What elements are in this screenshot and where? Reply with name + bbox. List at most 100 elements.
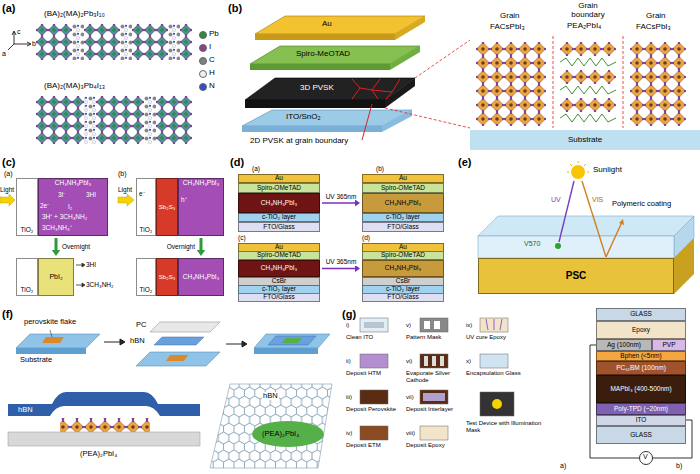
illustration-polygon (150, 322, 220, 332)
arrow-connector (52, 238, 60, 256)
illustration-polyline (560, 86, 616, 94)
illustration-rect (364, 322, 384, 328)
illustration-polygon (82, 283, 85, 287)
illustration-polygon (166, 355, 188, 361)
illustration-rect (168, 24, 180, 60)
illustration-rect (16, 348, 86, 354)
layer-box: c-TiO₂ layer (362, 213, 444, 222)
illustration-line (104, 342, 120, 343)
illustration-rect (84, 96, 96, 144)
layer-box: Ag (100nm) (596, 339, 652, 351)
panel-letter: (c) (2, 156, 15, 168)
arrow-connector (197, 238, 205, 256)
text-label: VIS (592, 196, 603, 204)
illustration-polygon (242, 341, 247, 347)
layer-text: CH₃NH₃PbI₃ (182, 180, 220, 187)
text-label: (BA)₂(MA)₂Pb₃I₁₀ (44, 10, 105, 19)
sub-panel-letter: b) (676, 462, 682, 470)
illustration-polygon (390, 46, 420, 70)
panel-letter: (g) (342, 308, 356, 320)
sub-panel-letter: (b) (118, 170, 127, 178)
illustration-rect (630, 42, 686, 126)
illustration-line (559, 181, 574, 242)
step-caption: Deposit HTM (346, 370, 402, 377)
step-caption: Deposit Epoxy (406, 442, 462, 449)
illustration-path (12, 31, 16, 35)
illustration-rect (254, 348, 318, 354)
layer-text: CH₃NH₃PbI₃ (260, 265, 298, 272)
layer-box: Spiro-OMeTAD (238, 183, 320, 193)
layer-text: Au (398, 175, 408, 182)
illustration-polygon (242, 110, 412, 126)
illustration-rect (8, 432, 200, 446)
edge-label: Overnight (166, 243, 196, 250)
connector-line (322, 202, 356, 204)
illustration-line (385, 108, 470, 128)
text-label: hBN (18, 406, 33, 414)
step-number: ii) (346, 358, 351, 365)
sub-panel-letter: (a) (4, 170, 13, 178)
illustration-polyline (560, 114, 616, 122)
illustration-line (14, 32, 15, 44)
text-label: perovskite flake (24, 318, 76, 326)
text-label: PC (136, 321, 146, 329)
illustration-g (352, 79, 400, 99)
arrow-head (355, 265, 360, 272)
connector-line (322, 268, 356, 270)
step-number: x) (466, 358, 471, 365)
illustration-line (494, 319, 495, 330)
edge-label: UV 365nm (325, 258, 358, 265)
layer-text: Spiro-OMeTAD (256, 185, 302, 192)
text-label: 3CH₃NH₃⁺ (42, 224, 72, 231)
arrow-head (197, 250, 205, 256)
text-label: Spiro-MeOTAD (296, 50, 350, 59)
illustration-rect (36, 24, 72, 60)
layer-text: ITO (635, 417, 648, 424)
layer-box: c-TiO₂ layer (238, 213, 320, 222)
illustration-g (76, 263, 85, 287)
meter-symbol: V (643, 453, 648, 461)
layer-box: CH₃NH₃PbI₃ (238, 260, 320, 277)
text-label: (PEA)₂PbI₄ (80, 450, 117, 458)
text-label: 2e⁻ (40, 202, 49, 209)
text-label: PEA₂PbI₄ (567, 22, 601, 31)
arrow-connector (322, 200, 360, 207)
illustration-line (50, 330, 52, 337)
text-label: FACsPbI₃ (490, 23, 525, 32)
illustration-rect (360, 318, 388, 332)
step-caption: Test Device with Illumination Mask (466, 420, 544, 433)
layer-text: FTO/Glass (386, 224, 419, 231)
illustration-line (623, 36, 624, 128)
step-number: ix) (466, 322, 472, 329)
layer-text: CH₃NH₃PbI₃ (384, 200, 422, 207)
illustration-rect (560, 42, 616, 56)
illustration-rect (36, 96, 84, 144)
illustration-polyline (560, 58, 616, 66)
layer-text: CsBr (395, 278, 411, 285)
arrow-connector (322, 265, 360, 272)
arrow-head (355, 200, 360, 207)
text-label: Grain boundary (566, 2, 610, 20)
step-number: v) (406, 322, 411, 329)
layer-text: PC₆₁BM (100nm) (615, 365, 667, 372)
layer-text: FTO/Glass (262, 294, 295, 301)
legend-text: I (209, 43, 211, 52)
layer-text: Epoxy (631, 327, 651, 334)
legend-text: Pb (209, 30, 219, 39)
illustration-rect (144, 96, 156, 144)
illustration-rect (180, 24, 192, 60)
text-label: UV (551, 196, 561, 204)
text-label: 3HI (86, 191, 96, 198)
edge-label: UV 365nm (325, 193, 358, 200)
illustration-rect (480, 354, 508, 368)
layer-box: GLASS (596, 308, 686, 321)
illustration-circle (492, 399, 502, 409)
illustration-line (578, 161, 579, 163)
layer-box: FTO/Glass (362, 293, 444, 302)
illustration-rect (420, 426, 448, 440)
illustration-polygon (250, 64, 390, 70)
layer-text: Au (274, 244, 284, 251)
layer-box: CH₃NH₃PbI₃ (362, 260, 444, 277)
illustration-rect (132, 24, 168, 60)
